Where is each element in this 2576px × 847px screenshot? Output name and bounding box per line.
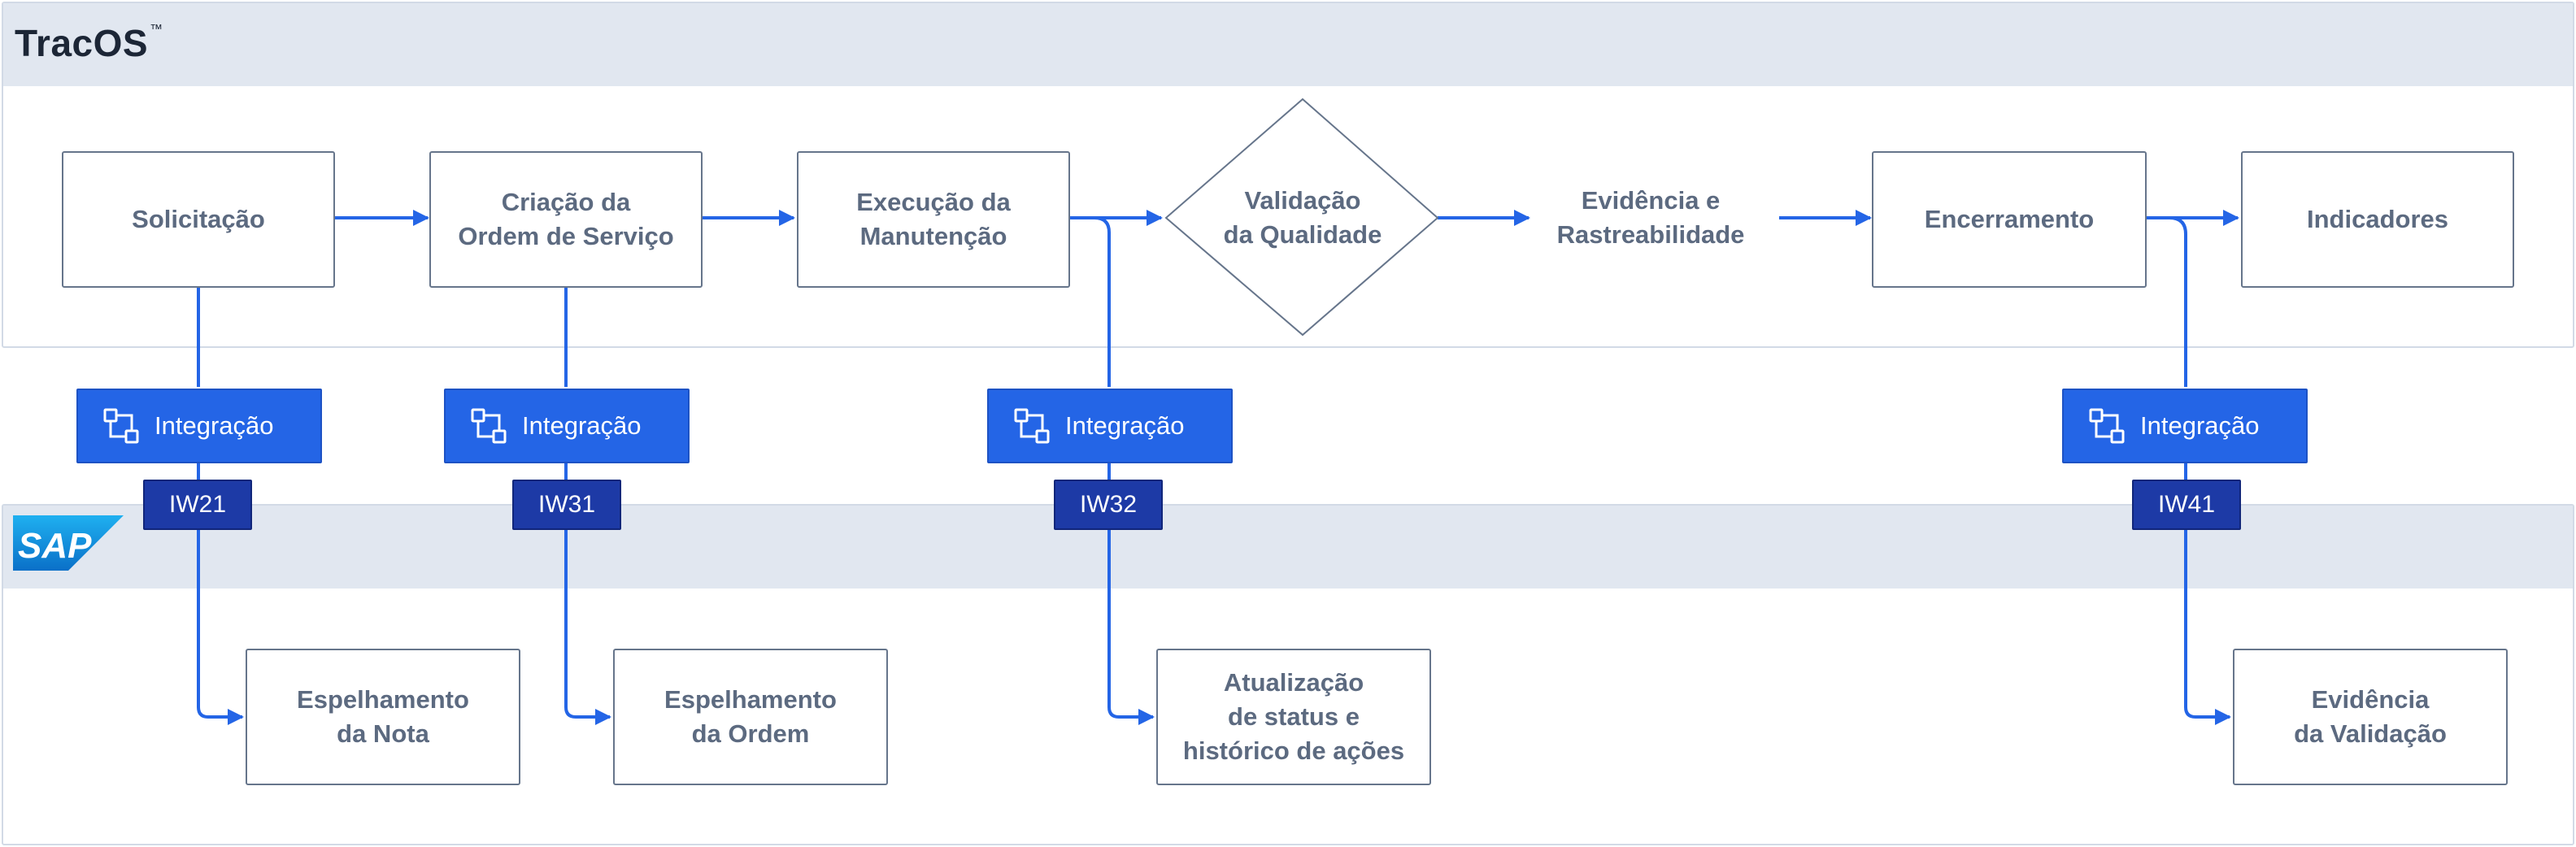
integration-badge-iw41: Integração <box>2062 389 2308 463</box>
step-indicadores: Indicadores <box>2241 151 2514 288</box>
sap-espelhamento-ordem: Espelhamento da Ordem <box>613 649 888 785</box>
integration-icon <box>471 408 507 444</box>
integration-badge-iw32: Integração <box>987 389 1233 463</box>
tracos-lane-header <box>3 3 2573 86</box>
integration-icon <box>2089 408 2125 444</box>
step-execucao: Execução da Manutenção <box>797 151 1070 288</box>
step-criacao-ordem: Criação da Ordem de Serviço <box>429 151 703 288</box>
sap-espelhamento-nota: Espelhamento da Nota <box>246 649 520 785</box>
connector-iw31 <box>564 286 610 717</box>
sap-logo: SAP <box>13 515 124 571</box>
connector-iw21 <box>197 286 242 717</box>
integration-badge-iw21: Integração <box>76 389 322 463</box>
integration-badge-iw31: Integração <box>444 389 690 463</box>
tag-iw32: IW32 <box>1054 480 1163 530</box>
connector-iw32 <box>1094 216 1153 717</box>
sap-evidencia-validacao: Evidência da Validação <box>2233 649 2508 785</box>
step-solicitacao: Solicitação <box>62 151 335 288</box>
tag-iw21: IW21 <box>143 480 252 530</box>
integration-icon <box>1014 408 1050 444</box>
validation-diamond <box>1164 98 1439 337</box>
tag-iw41: IW41 <box>2132 480 2241 530</box>
step-validacao-label: Validação da Qualidade <box>1223 186 1382 249</box>
step-encerramento: Encerramento <box>1872 151 2147 288</box>
step-evidencia: Evidência e Rastreabilidade <box>1556 186 1745 249</box>
sap-atualizacao-status: Atualização de status e histórico de açõ… <box>1156 649 1431 785</box>
integration-icon <box>103 408 139 444</box>
tag-iw31: IW31 <box>512 480 621 530</box>
svg-text:SAP: SAP <box>18 526 92 566</box>
connector-iw41 <box>2169 216 2230 717</box>
